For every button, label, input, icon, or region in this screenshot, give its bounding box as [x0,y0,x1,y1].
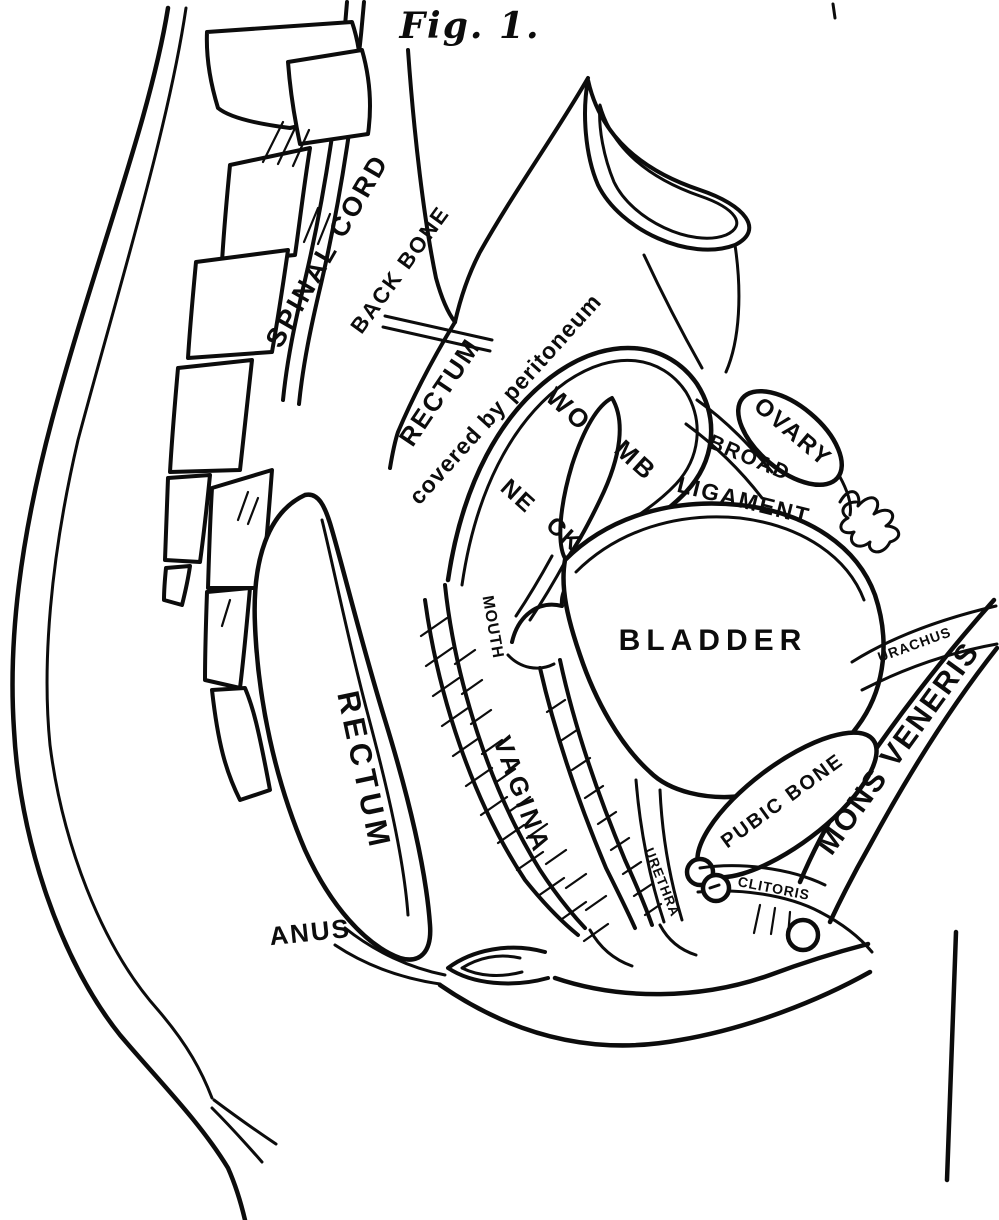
label-anus: ANUS [268,913,352,951]
fimbriae-squiggle [838,490,901,554]
figure-caption: Fig. 1. [398,5,540,47]
label-womb-part1: WO [540,381,598,437]
vertebral-column [162,20,372,802]
vertebra-hatching [220,120,332,628]
label-mouth: MOUTH [479,594,507,660]
label-womb-part2: MB [609,434,664,487]
anus-folds [446,945,550,986]
vagina-walls [423,583,654,937]
urachus-lines [850,604,999,692]
body-back-outline [10,2,959,1220]
label-bladder: BLADDER [619,624,808,657]
label-neck-part1: NE [495,474,541,519]
label-back-bone: BACK BONE [345,201,454,338]
vagina-hatching [419,616,663,943]
pubic-bone-shape [684,730,879,888]
ovary-shape [735,388,845,488]
perineum-curves [437,941,873,1048]
rectum-shape [252,492,447,986]
bladder-shape [561,501,886,800]
clitoris-shape [696,864,874,954]
bowel-loop [583,78,752,374]
